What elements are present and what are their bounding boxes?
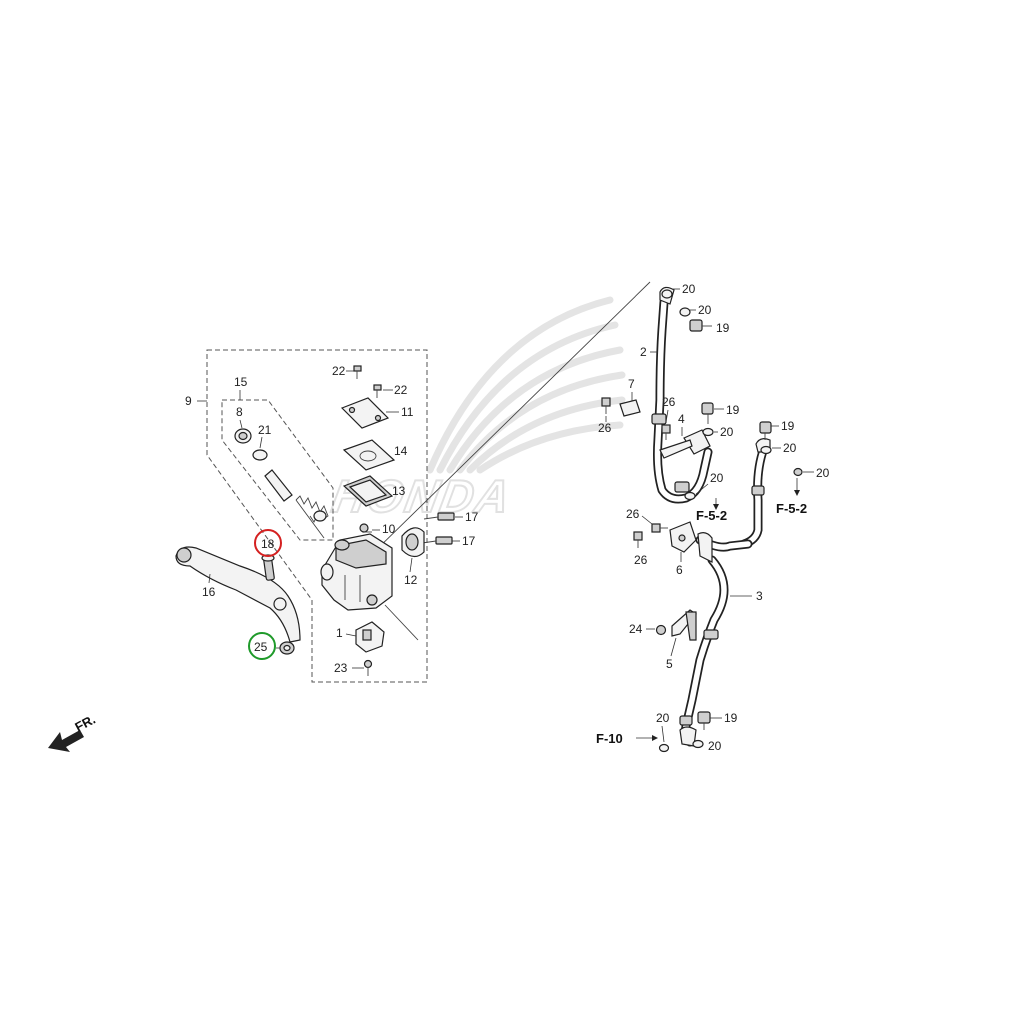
front-direction-indicator: FR. bbox=[48, 712, 98, 752]
label-19a: 19 bbox=[716, 321, 730, 335]
label-3: 3 bbox=[756, 589, 763, 603]
label-20c: 20 bbox=[720, 425, 734, 439]
reservoir-cap-part bbox=[340, 397, 390, 429]
label-15: 15 bbox=[234, 375, 248, 389]
label-26d: 26 bbox=[634, 553, 648, 567]
ref-f-5-2-left: F-5-2 bbox=[696, 508, 727, 523]
ref-f-10: F-10 bbox=[596, 731, 623, 746]
label-16: 16 bbox=[202, 585, 216, 599]
clamp-bolt-17a-part bbox=[423, 512, 455, 521]
brake-hose-right-part bbox=[739, 438, 771, 549]
three-way-joint-6-part bbox=[669, 521, 697, 553]
bolt-26b-part bbox=[661, 424, 671, 440]
label-11: 11 bbox=[401, 405, 414, 419]
bolt-26d-part bbox=[633, 531, 643, 548]
label-20e: 20 bbox=[783, 441, 797, 455]
brake-switch-part bbox=[355, 621, 385, 653]
label-7: 7 bbox=[628, 377, 635, 391]
label-21: 21 bbox=[258, 423, 272, 437]
circlip-part bbox=[252, 449, 268, 461]
label-6: 6 bbox=[676, 563, 683, 577]
label-26a: 26 bbox=[598, 421, 612, 435]
label-2: 2 bbox=[640, 345, 647, 359]
brake-hose-group: 2 20 20 19 7 26 26 4 bbox=[596, 282, 830, 753]
label-17b: 17 bbox=[462, 534, 476, 548]
bolt-24-part bbox=[655, 624, 667, 636]
label-1: 1 bbox=[336, 626, 343, 640]
label-20d: 20 bbox=[710, 471, 724, 485]
brake-lever-part bbox=[175, 546, 301, 643]
banjo-bolt-19c-part bbox=[759, 421, 772, 440]
bolt-26a-part bbox=[601, 397, 611, 414]
label-22a: 22 bbox=[332, 364, 346, 378]
label-26b: 26 bbox=[662, 395, 676, 409]
wing-logo-icon bbox=[426, 296, 626, 474]
screw-22a-part bbox=[353, 365, 362, 379]
washer-20c-part bbox=[702, 427, 714, 437]
front-direction-label: FR. bbox=[72, 712, 98, 735]
master-cylinder-group: 9 15 8 21 22 22 bbox=[48, 281, 651, 752]
label-17a: 17 bbox=[465, 510, 479, 524]
label-20h: 20 bbox=[708, 739, 722, 753]
label-10: 10 bbox=[382, 522, 396, 536]
label-23: 23 bbox=[334, 661, 348, 675]
connector-line-top bbox=[369, 281, 651, 557]
diaphragm-plate-part bbox=[342, 439, 396, 471]
assembly-9-frame bbox=[206, 349, 428, 683]
piston-cup-part bbox=[234, 428, 252, 444]
master-cylinder-body-part bbox=[320, 533, 393, 611]
brake-hose-3-part bbox=[679, 532, 753, 747]
washer-20h-part bbox=[692, 739, 704, 749]
diaphragm-part bbox=[342, 475, 394, 507]
hose-bracket-5-part bbox=[671, 609, 697, 641]
label-25: 25 bbox=[254, 640, 268, 654]
washer-20f-part bbox=[793, 467, 803, 477]
switch-screw-part bbox=[363, 659, 373, 676]
label-22b: 22 bbox=[394, 383, 408, 397]
brake-hose-2-part bbox=[651, 286, 713, 504]
pivot-screw-part bbox=[359, 523, 372, 533]
washer-20d-part bbox=[684, 491, 696, 501]
label-13: 13 bbox=[392, 484, 406, 498]
label-24: 24 bbox=[629, 622, 643, 636]
washer-20b-part bbox=[679, 307, 691, 317]
clamp-bolt-17b-part bbox=[421, 536, 453, 545]
handlebar-clamp-part bbox=[401, 527, 425, 558]
banjo-bolt-19d-part bbox=[697, 711, 711, 730]
washer-20a-part bbox=[661, 289, 673, 299]
front-arrow-icon bbox=[48, 730, 84, 752]
label-12: 12 bbox=[404, 573, 418, 587]
label-5: 5 bbox=[666, 657, 673, 671]
label-4: 4 bbox=[678, 412, 685, 426]
highlight-circle-part-18 bbox=[254, 529, 282, 557]
label-19d: 19 bbox=[724, 711, 738, 725]
label-20b: 20 bbox=[698, 303, 712, 317]
label-20f: 20 bbox=[816, 466, 830, 480]
screw-22b-part bbox=[373, 384, 382, 398]
label-8: 8 bbox=[236, 405, 243, 419]
highlight-circle-part-25 bbox=[248, 632, 276, 660]
piston-spring-part bbox=[264, 469, 329, 539]
label-20a: 20 bbox=[682, 282, 696, 296]
label-19c: 19 bbox=[781, 419, 795, 433]
pivot-nut-part bbox=[279, 641, 295, 655]
hose-clamp-7-part bbox=[619, 399, 641, 417]
banjo-bolt-19b-part bbox=[701, 402, 714, 424]
ref-f-5-2-right: F-5-2 bbox=[776, 501, 807, 516]
label-9: 9 bbox=[185, 394, 192, 408]
label-20g: 20 bbox=[656, 711, 670, 725]
washer-20g-part bbox=[658, 743, 670, 753]
connector-line-bottom bbox=[384, 604, 419, 641]
label-14: 14 bbox=[394, 444, 408, 458]
label-19b: 19 bbox=[726, 403, 740, 417]
label-18: 18 bbox=[261, 537, 275, 551]
label-26c: 26 bbox=[626, 507, 640, 521]
bolt-26c-part bbox=[651, 523, 668, 533]
banjo-bolt-19a-part bbox=[689, 319, 712, 332]
washer-20e-part bbox=[760, 445, 772, 455]
